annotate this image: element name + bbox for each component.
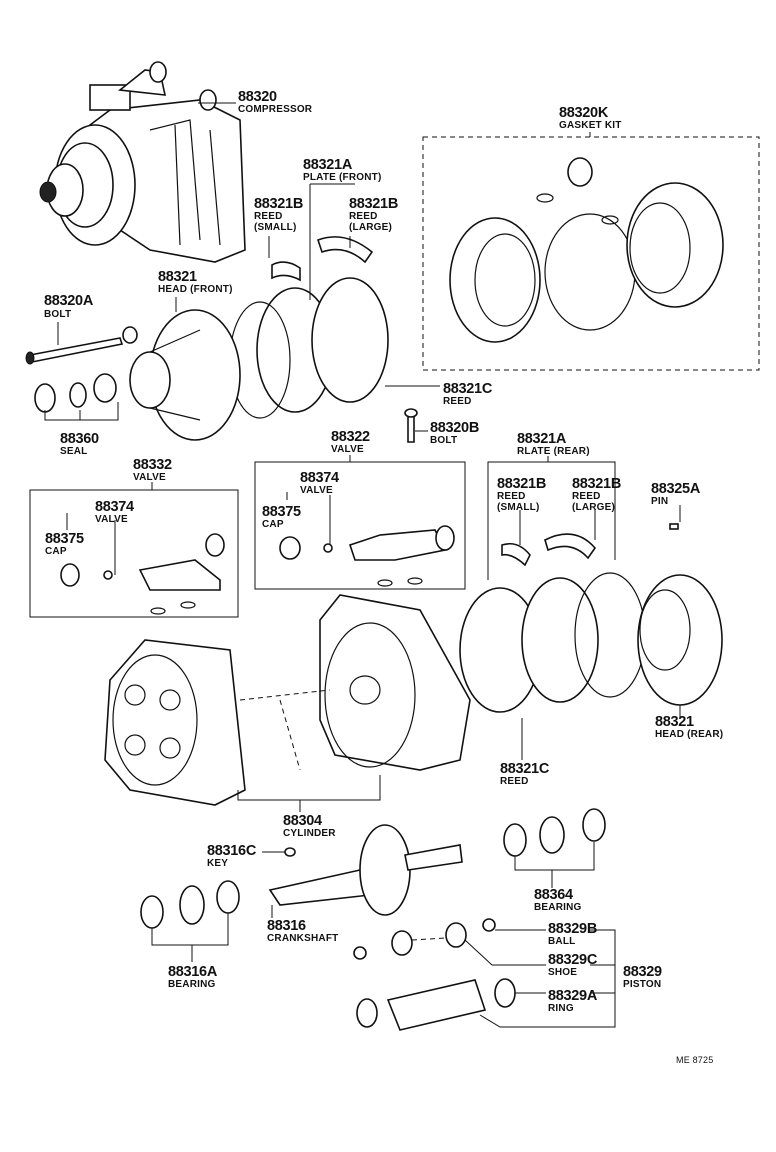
label-name-reed-large-rear: REED (572, 491, 601, 502)
label-name-bearing-left: BEARING (168, 979, 216, 990)
label-number-head-rear: 88321 (655, 714, 694, 730)
cylinder-illustration (104, 594, 471, 806)
label-name-reed-front: REED (443, 396, 472, 407)
label-name-valve-left: VALVE (133, 472, 166, 483)
label-name-gasket-kit: GASKET KIT (559, 120, 622, 131)
label-number-cap-center: 88375 (262, 504, 301, 520)
label-number-reed-large-front: 88321B (349, 196, 398, 212)
label-number-head-front: 88321 (158, 269, 197, 285)
label-name-reed-rear: REED (500, 776, 529, 787)
label-name2-reed-small-rear: (SMALL) (497, 502, 540, 513)
label-name-head-rear: HEAD (REAR) (655, 729, 723, 740)
label-name-cap-left: CAP (45, 546, 67, 557)
label-name-bolt-long: BOLT (44, 309, 71, 320)
label-name-pin: PIN (651, 496, 668, 507)
label-number-valve-small-left: 88374 (95, 499, 134, 515)
label-number-bearing-left: 88316A (168, 964, 218, 980)
crankshaft-illustration (268, 824, 463, 916)
bearing-illustration (140, 808, 606, 929)
part-labels: 88320 COMPRESSOR 88320K GASKET KIT 88321… (44, 89, 723, 1065)
label-name-compressor: COMPRESSOR (238, 104, 313, 115)
label-name-head-front: HEAD (FRONT) (158, 284, 233, 295)
label-name-valve-small-left: VALVE (95, 514, 128, 525)
piston-illustration (353, 918, 516, 1031)
label-number-valve-left: 88332 (133, 457, 172, 473)
valve-center-illustration (254, 461, 466, 590)
rear-plate-illustration (459, 523, 723, 713)
label-name-crankshaft: CRANKSHAFT (267, 933, 338, 944)
label-name-ring: RING (548, 1003, 574, 1014)
leader-lines (44, 102, 681, 1028)
label-name-reed-small-front: REED (254, 211, 283, 222)
label-number-plate-front: 88321A (303, 157, 353, 173)
label-name-ball: BALL (548, 936, 575, 947)
label-name-seal: SEAL (60, 446, 87, 457)
label-number-reed-rear: 88321C (500, 761, 550, 777)
label-name2-reed-small-front: (SMALL) (254, 222, 297, 233)
label-number-crankshaft: 88316 (267, 918, 306, 934)
label-name-key: KEY (207, 858, 228, 869)
label-number-reed-small-front: 88321B (254, 196, 303, 212)
label-number-valve-small-center: 88374 (300, 470, 339, 486)
label-number-gasket-kit: 88320K (559, 105, 609, 121)
label-name-piston: PISTON (623, 979, 661, 990)
label-number-seal: 88360 (60, 431, 99, 447)
label-number-key: 88316C (207, 843, 257, 859)
label-name-reed-small-rear: REED (497, 491, 526, 502)
label-number-ball: 88329B (548, 921, 597, 937)
front-plate-illustration (229, 236, 389, 419)
label-name-valve-small-center: VALVE (300, 485, 333, 496)
front-head-illustration (129, 309, 241, 441)
valve-left-illustration (29, 489, 239, 618)
label-number-reed-small-rear: 88321B (497, 476, 546, 492)
label-number-cap-left: 88375 (45, 531, 84, 547)
label-number-cylinder: 88304 (283, 813, 322, 829)
label-name-valve-center: VALVE (331, 444, 364, 455)
label-name-cap-center: CAP (262, 519, 284, 530)
label-number-bearing-right: 88364 (534, 887, 573, 903)
label-name-shoe: SHOE (548, 967, 577, 978)
compressor-illustration (39, 61, 246, 263)
label-number-pin: 88325A (651, 481, 701, 497)
label-name2-reed-large-rear: (LARGE) (572, 502, 615, 513)
label-name-cylinder: CYLINDER (283, 828, 336, 839)
gasket-kit-illustration (422, 136, 760, 371)
label-name-bearing-right: BEARING (534, 902, 582, 913)
label-number-reed-large-rear: 88321B (572, 476, 621, 492)
label-number-compressor: 88320 (238, 89, 277, 105)
diagram-id: ME 8725 (676, 1055, 713, 1065)
label-number-plate-rear: 88321A (517, 431, 567, 447)
label-number-bolt-long: 88320A (44, 293, 94, 309)
label-name-plate-rear: RLATE (REAR) (517, 446, 590, 457)
label-name2-reed-large-front: (LARGE) (349, 222, 392, 233)
label-name-reed-large-front: REED (349, 211, 378, 222)
bolt-seal-illustration (25, 326, 418, 443)
label-number-ring: 88329A (548, 988, 598, 1004)
label-number-reed-front: 88321C (443, 381, 493, 397)
label-number-bolt-short: 88320B (430, 420, 479, 436)
label-number-piston: 88329 (623, 964, 662, 980)
label-number-shoe: 88329C (548, 952, 598, 968)
label-name-plate-front: PLATE (FRONT) (303, 172, 382, 183)
label-name-bolt-short: BOLT (430, 435, 457, 446)
label-number-valve-center: 88322 (331, 429, 370, 445)
